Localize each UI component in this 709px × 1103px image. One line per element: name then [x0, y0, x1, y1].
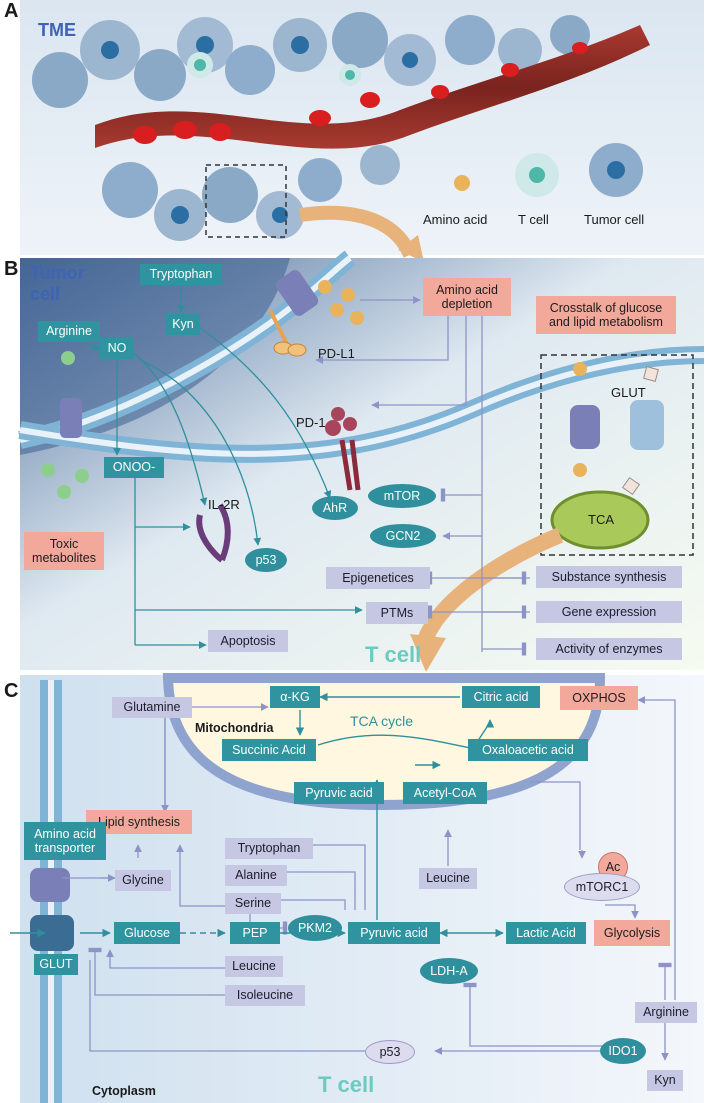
mtor-oval: mTOR — [368, 484, 436, 508]
panel-a-label: A — [4, 0, 19, 22]
glycine-box: Glycine — [115, 870, 171, 891]
aa-transporter-channel — [30, 868, 70, 902]
acetyl-coa-box: Acetyl-CoA — [403, 782, 487, 804]
p53-oval-b: p53 — [245, 548, 287, 572]
glut-channel-b — [570, 400, 664, 450]
apoptosis-box: Apoptosis — [208, 630, 288, 652]
leucine-box: Leucine — [225, 956, 283, 977]
tumor-cell-cluster — [32, 12, 590, 241]
p53-oval-c: p53 — [365, 1040, 415, 1064]
glucose-box: Glucose — [114, 922, 180, 944]
activity-enzymes-box: Activity of enzymes — [536, 638, 682, 660]
legend-t-cell: T cell — [518, 212, 549, 227]
panel-c-label: C — [4, 680, 19, 702]
mtorc1-oval: mTORC1 — [564, 873, 640, 901]
alanine-box: Alanine — [225, 865, 287, 886]
arginine-box-b: Arginine — [38, 321, 100, 342]
cytoplasm-label: Cytoplasm — [92, 1084, 156, 1098]
il-2r-receptor — [196, 503, 231, 563]
citric-acid-box: Citric acid — [462, 686, 540, 708]
glut-channel-c — [30, 915, 74, 951]
pd-l1-receptor — [268, 309, 307, 357]
glutamine-box: Glutamine — [112, 697, 192, 718]
crosstalk-box — [540, 354, 694, 556]
toxic-dots — [41, 351, 89, 499]
arginine-box-c: Arginine — [635, 1002, 697, 1023]
ldha-oval: LDH-A — [420, 958, 478, 984]
glycolysis-box: Glycolysis — [594, 920, 670, 946]
zoom-box — [205, 164, 287, 238]
isoleucine-box: Isoleucine — [225, 985, 305, 1006]
mitochondrion-icon — [550, 490, 650, 550]
kyn-box-b: Kyn — [166, 314, 200, 335]
pyruvic-acid-mito-box: Pyruvic acid — [294, 782, 384, 804]
gcn2-oval: GCN2 — [370, 524, 436, 548]
tme-label: TME — [38, 20, 76, 40]
tryptophan-box-c: Tryptophan — [225, 838, 313, 859]
pep-box: PEP — [230, 922, 280, 944]
oxphos-box: OXPHOS — [560, 686, 638, 710]
mitochondria-label: Mitochondria — [195, 721, 274, 735]
tca-cycle-label: TCA cycle — [350, 713, 414, 729]
panel-b-label: B — [4, 258, 19, 280]
amino-acid-legend-icon — [454, 175, 470, 191]
transporter-channel-tumor — [275, 270, 319, 316]
blood-vessel — [95, 25, 650, 149]
toxic-metabolites-box: Toxic metabolites — [24, 532, 104, 570]
t-cell-label-b: T cell — [365, 642, 422, 667]
epigenetics-box: Epigenetices — [326, 567, 430, 589]
kyn-box-c: Kyn — [647, 1070, 683, 1091]
pd-1-receptor — [325, 407, 361, 491]
red-blood-cells — [133, 42, 588, 144]
tryptophan-box-b: Tryptophan — [140, 264, 222, 285]
aa-transporter-box: Amino acid transporter — [24, 822, 106, 860]
ahr-oval: AhR — [312, 496, 358, 520]
pd-l1-label: PD-L1 — [318, 346, 355, 361]
oxaloacetic-acid-box: Oxaloacetic acid — [468, 739, 588, 761]
pd-1-label: PD-1 — [296, 415, 326, 430]
amino-acid-depletion-box: Amino acid depletion — [423, 278, 511, 316]
substance-synthesis-box: Substance synthesis — [536, 566, 682, 588]
tumor-cell-label: Tumor cell — [30, 263, 85, 304]
tumor-cell-legend-icon — [589, 143, 643, 197]
t-cell-label-c: T cell — [318, 1072, 375, 1097]
gene-expression-box: Gene expression — [536, 601, 682, 623]
akg-box: α-KG — [270, 686, 320, 708]
transporter-channel-arginine — [60, 398, 82, 438]
legend-amino-acid: Amino acid — [423, 212, 488, 227]
ptms-box: PTMs — [366, 602, 428, 624]
pyruvic-acid-cyto-box: Pyruvic acid — [348, 922, 440, 944]
zoom-arrow-b-c — [417, 527, 564, 644]
pkm2-oval: PKM2 — [288, 915, 342, 941]
succinic-acid-box: Succinic Acid — [222, 739, 316, 761]
glut-label-b: GLUT — [611, 385, 646, 400]
tca-label-b: TCA — [588, 512, 614, 527]
il-2r-label: IL-2R — [208, 497, 240, 512]
serine-box: Serine — [225, 893, 281, 914]
crosstalk-box-label: Crosstalk of glucose and lipid metabolis… — [536, 296, 676, 334]
onoo-box: ONOO- — [104, 457, 164, 478]
leucine-box-top: Leucine — [419, 868, 477, 889]
ido1-oval: IDO1 — [600, 1038, 646, 1064]
mitochondria-membrane — [162, 673, 606, 811]
t-cell-legend-icon — [515, 153, 559, 197]
glut-box-c: GLUT — [34, 954, 78, 975]
no-box: NO — [100, 338, 134, 359]
legend-tumor-cell: Tumor cell — [584, 212, 645, 227]
lactic-acid-box: Lactic Acid — [506, 922, 586, 944]
